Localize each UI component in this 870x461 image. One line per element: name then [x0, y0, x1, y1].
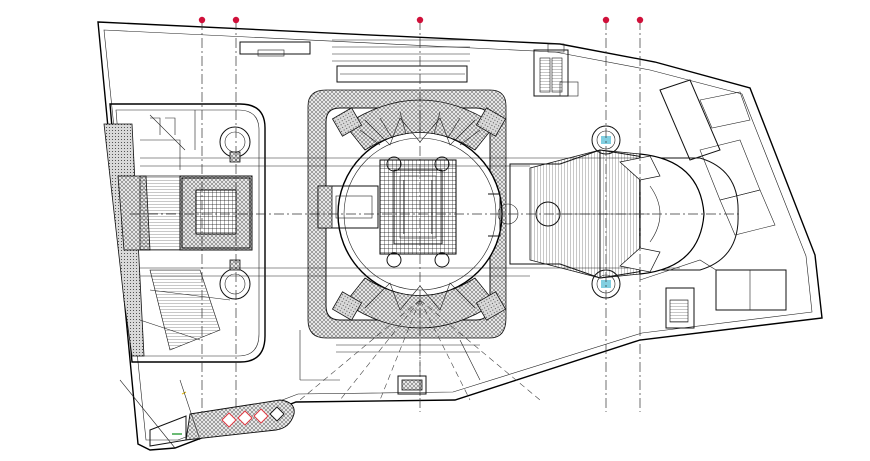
axis-marker-3: [416, 16, 424, 24]
ramp-diamond-1: [221, 412, 237, 428]
south-entrance-ramp: [149, 391, 295, 447]
north-service-strip: [239, 39, 470, 83]
south-outlines: [119, 330, 481, 449]
northeast-staircase: [533, 43, 579, 97]
axis-marker-4: [602, 16, 610, 24]
west-column-bottom: [219, 259, 251, 300]
ramp-diamond-2: [237, 410, 253, 426]
west-wing: [103, 103, 266, 363]
axis-marker-1: [198, 16, 206, 24]
axis-marker-5: [636, 16, 644, 24]
ramp-diamond-3: [253, 408, 269, 424]
structural-axes: [130, 16, 740, 412]
west-column-top: [219, 126, 251, 163]
ramp-diamond-4: [269, 406, 285, 422]
east-rooms: [639, 79, 787, 329]
axis-marker-2: [232, 16, 240, 24]
